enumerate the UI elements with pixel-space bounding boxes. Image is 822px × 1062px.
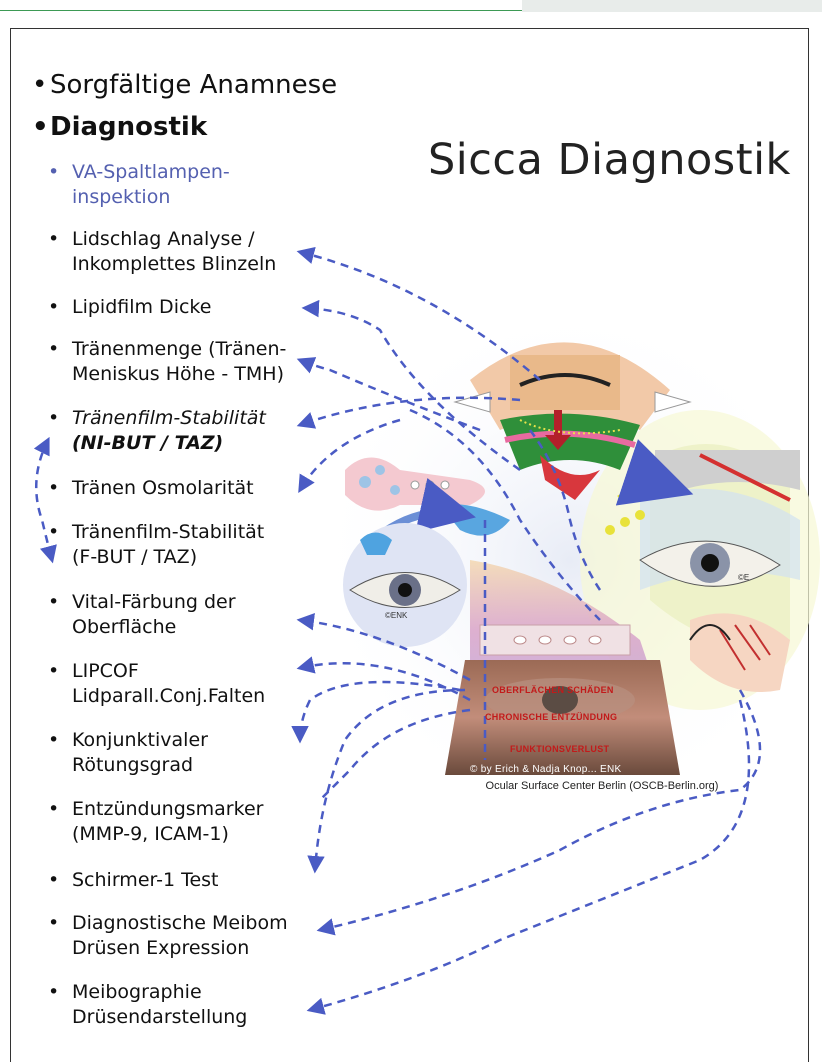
svg-text:©ENK: ©ENK xyxy=(385,611,408,620)
label-chronic-inflammation: CHRONISCHE ENTZÜNDUNG xyxy=(485,712,617,722)
left-eye-illustration: ©ENK xyxy=(343,523,467,647)
label-surface-damage: OBERFLÄCHEN SCHÄDEN xyxy=(492,685,614,695)
svg-text:©E: ©E xyxy=(738,573,749,582)
image-caption: Ocular Surface Center Berlin (OSCB-Berli… xyxy=(432,780,772,792)
copyright-note: © by Erich & Nadja Knop... ENK xyxy=(470,764,621,775)
label-function-loss: FUNKTIONSVERLUST xyxy=(510,744,609,754)
